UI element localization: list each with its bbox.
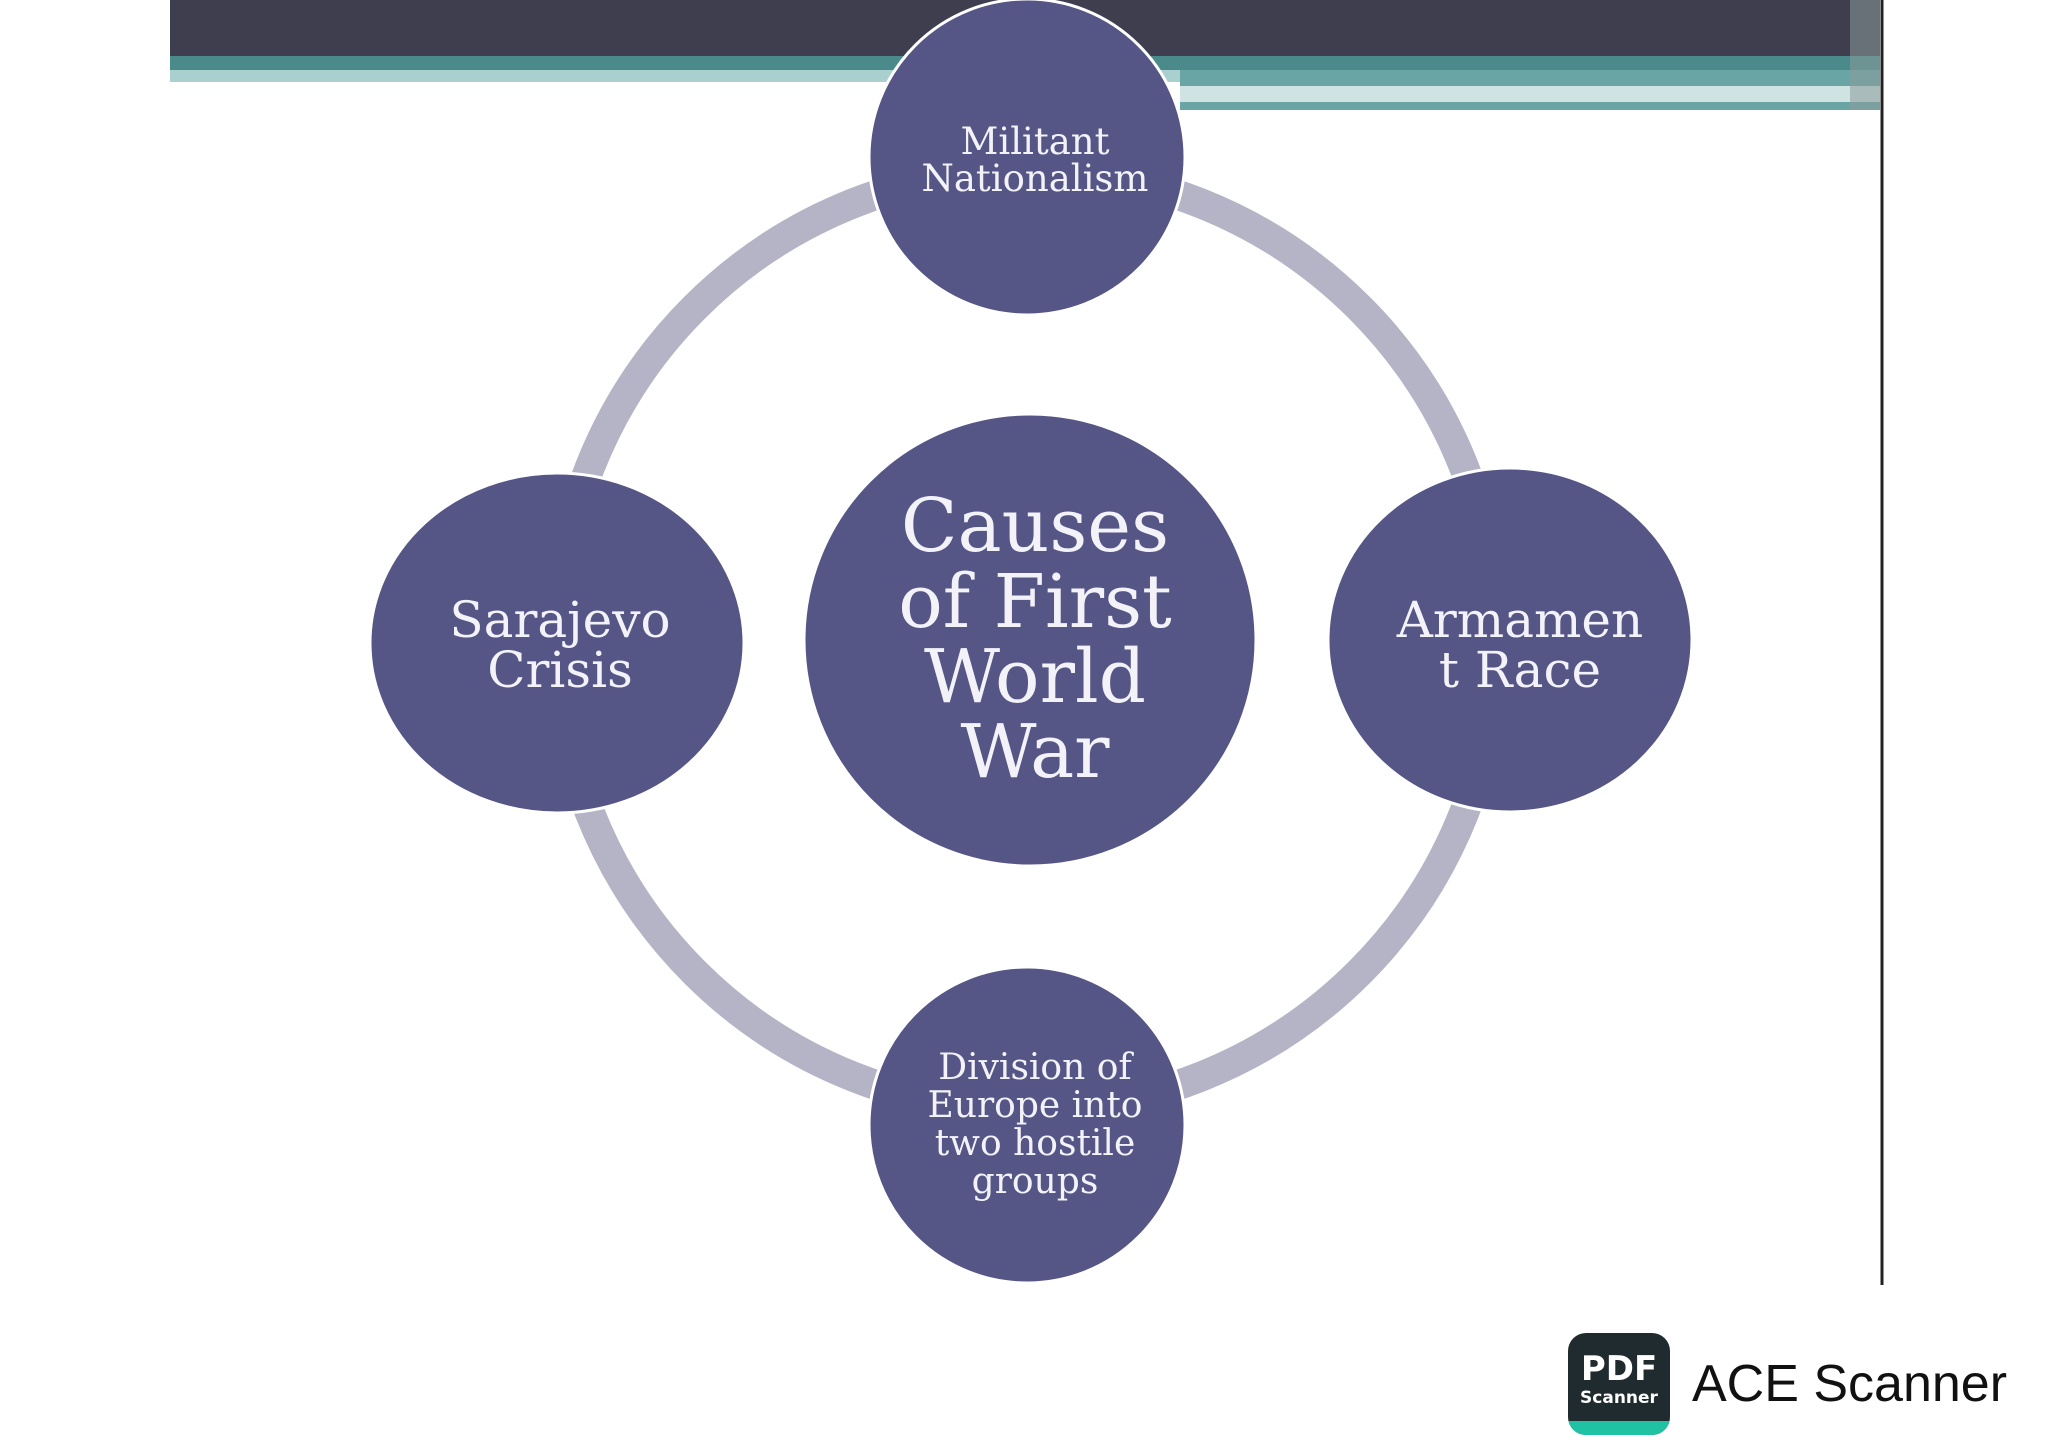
logo-accent-strip <box>1568 1421 1670 1435</box>
node-top-circle <box>867 0 1187 317</box>
node-right-circle <box>1326 466 1694 814</box>
header-edge-lines <box>1850 0 1880 110</box>
node-top-label: Militant Nationalism <box>921 120 1149 200</box>
scanner-watermark: PDF Scanner ACE Scanner <box>1568 1333 2007 1435</box>
node-bottom-circle <box>867 965 1187 1285</box>
header-accent-right-light <box>1180 86 1880 102</box>
brand-name: ACE Scanner <box>1692 1355 2008 1413</box>
pdf-scanner-logo-icon: PDF Scanner <box>1568 1333 1670 1435</box>
node-right-label: Armamen t Race <box>1396 591 1644 699</box>
center-circle <box>802 412 1258 868</box>
logo-bottom-text: Scanner <box>1580 1387 1658 1408</box>
node-left-label: Sarajevo Crisis <box>449 591 671 699</box>
node-bottom-label: Division of Europe into two hostile grou… <box>927 1047 1143 1202</box>
center-label: Causes of First World War <box>898 483 1172 796</box>
logo-top-text: PDF <box>1580 1348 1658 1389</box>
node-left-circle <box>368 471 746 815</box>
